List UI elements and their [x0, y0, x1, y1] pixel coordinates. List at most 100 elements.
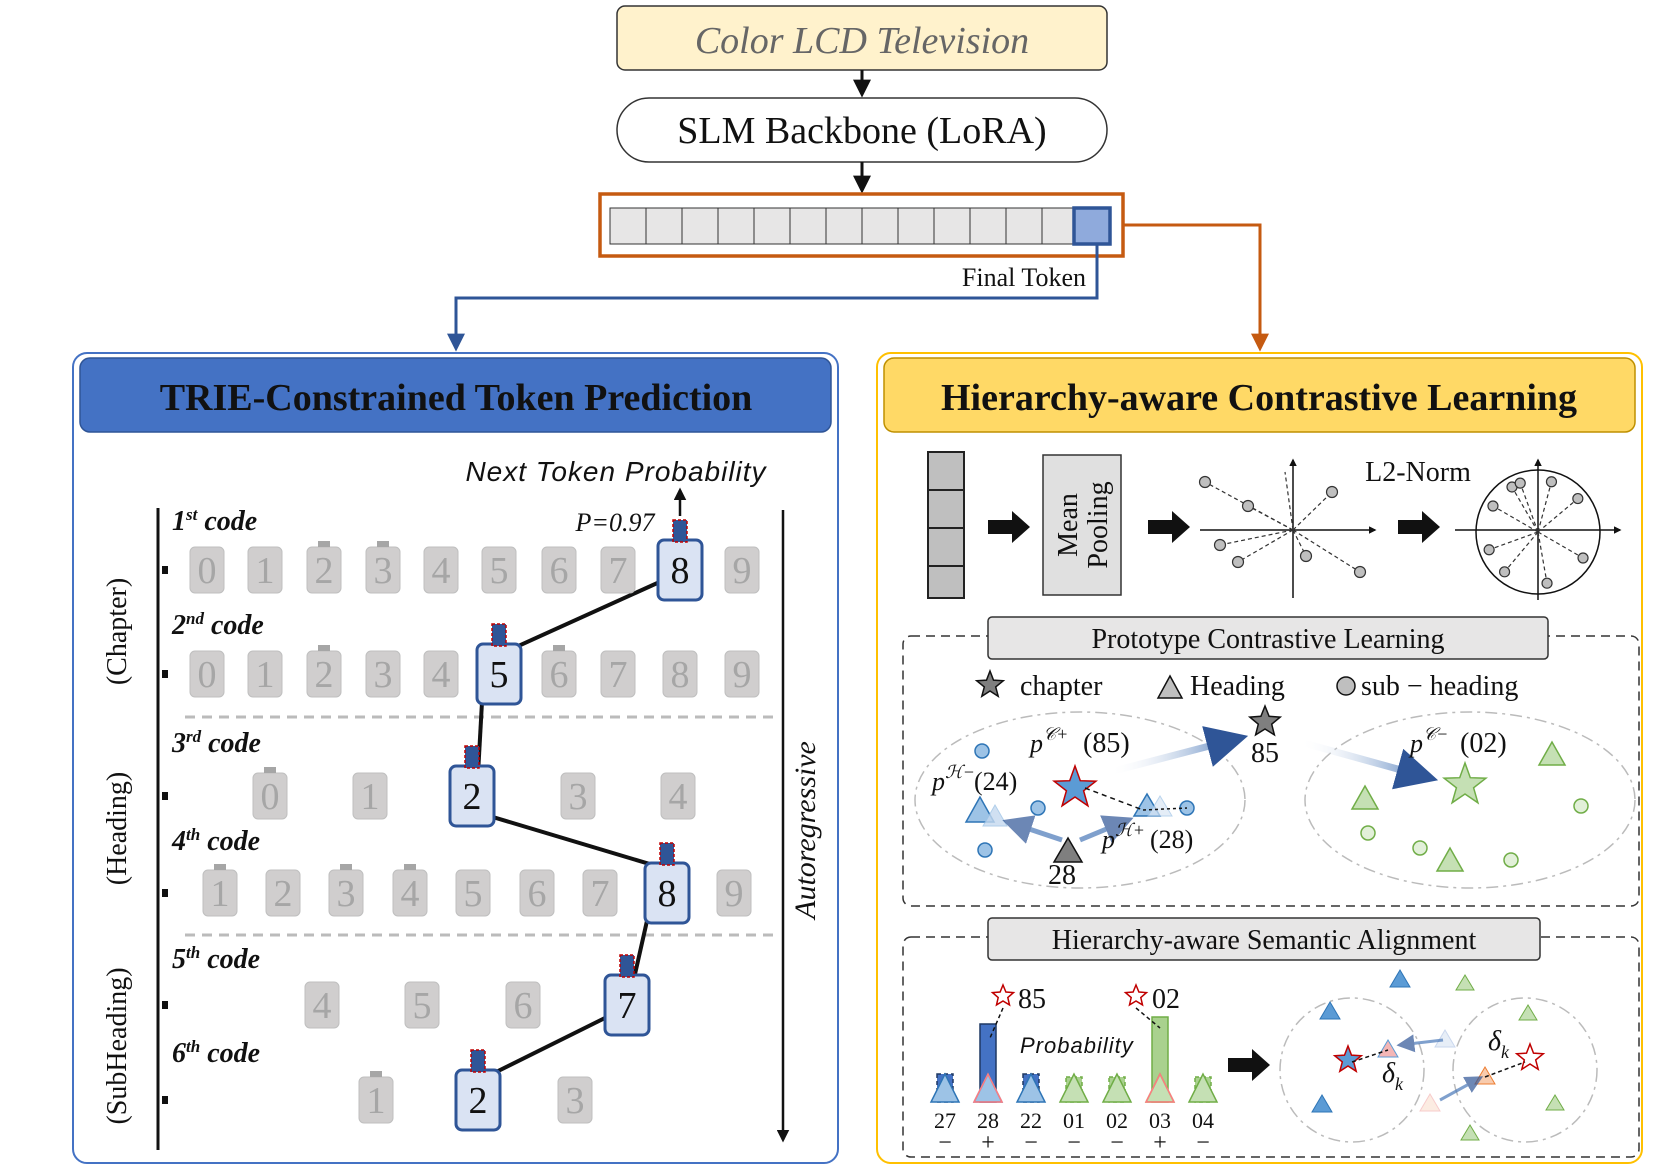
- normalized-point: [1487, 500, 1499, 512]
- legend: chapter Heading sub − heading: [974, 668, 1518, 702]
- digit-box: 4: [392, 864, 428, 917]
- digit-label: 3: [566, 1080, 585, 1122]
- digit-label: 9: [725, 873, 744, 915]
- prob-bar: [491, 623, 507, 647]
- token-cell: [825, 207, 863, 245]
- star-85: [1247, 703, 1283, 737]
- prob-bar-28: 28+: [972, 1023, 1004, 1156]
- digit-box: 1: [202, 864, 238, 917]
- digit-box: 4: [660, 772, 696, 820]
- legend-triangle-icon: [1156, 674, 1184, 699]
- digit-box: 9: [716, 869, 752, 917]
- digit-box: 6: [541, 546, 577, 594]
- digit-label: 4: [669, 776, 688, 818]
- bar-sign: −: [1110, 1130, 1124, 1156]
- digit-box: 5: [455, 869, 491, 917]
- selected-digit-box: 7: [603, 954, 651, 1037]
- prob-bar: [619, 954, 635, 978]
- digit-label: 4: [432, 654, 451, 696]
- digit-label: 4: [401, 873, 420, 915]
- contrastive-panel: Hierarchy-aware Contrastive Learning Mea…: [876, 352, 1643, 1164]
- digit-label: 9: [733, 654, 752, 696]
- digit-label: 5: [464, 873, 483, 915]
- digit-label: 9: [733, 550, 752, 592]
- normalized-point: [1577, 552, 1589, 564]
- prob-bar-02: 02−: [1101, 1072, 1133, 1156]
- prob-bar-27: 27−: [929, 1072, 961, 1156]
- digit-label: 1: [256, 550, 275, 592]
- digit-box: 2: [306, 645, 342, 698]
- digit-label: 6: [550, 654, 569, 696]
- row-tick: [162, 792, 168, 800]
- normalized-scatter: [1455, 458, 1622, 600]
- group-label: (SubHeading): [102, 967, 133, 1124]
- trie-path-segment: [483, 1013, 612, 1080]
- bar-label: 03: [1149, 1108, 1171, 1133]
- bar-label: 22: [1020, 1108, 1042, 1133]
- prob-bar-04: 04−: [1187, 1072, 1219, 1156]
- row-label: 6th code: [172, 1037, 260, 1069]
- bar-sign: −: [938, 1130, 952, 1156]
- digit-box: 0: [189, 650, 225, 698]
- prob-bar: [659, 842, 675, 866]
- digit-box: 0: [189, 546, 225, 594]
- token-cell: [645, 207, 683, 245]
- digit-label: 3: [569, 776, 588, 818]
- bar-sign: −: [1067, 1130, 1081, 1156]
- digit-box: 4: [304, 981, 340, 1029]
- digit-box: 4: [423, 546, 459, 594]
- backbone-box: SLM Backbone (LoRA): [616, 97, 1108, 163]
- digit-label: 7: [591, 873, 610, 915]
- prob-bar: [470, 1049, 486, 1073]
- embedding-point: [1213, 538, 1227, 552]
- prob-label: P=0.97: [575, 508, 656, 537]
- delta-left: δk: [1382, 1058, 1404, 1094]
- digit-box: 3: [328, 864, 364, 917]
- digit-label: 4: [313, 985, 332, 1027]
- digit-box: 2: [265, 869, 301, 917]
- digit-box: 3: [365, 650, 401, 698]
- prob-bar: [464, 745, 480, 769]
- digit-label: 1: [256, 654, 275, 696]
- trie-title-bar: [79, 357, 832, 433]
- token-sequence: Final Token: [598, 192, 1125, 292]
- prototype-section: Prototype Contrastive Learning chapter H…: [902, 616, 1640, 907]
- pooling-label-1: Mean: [1053, 493, 1084, 557]
- digit-label: 5: [490, 550, 509, 592]
- bar-label: 28: [977, 1108, 999, 1133]
- bar-label: 01: [1063, 1108, 1085, 1133]
- num-85: 85: [1251, 738, 1279, 769]
- align-star-85: [990, 983, 1016, 1007]
- token-cell: [861, 207, 899, 245]
- legend-circle-icon: [1336, 676, 1356, 696]
- legend-chapter: chapter: [1020, 671, 1103, 702]
- contrastive-title-bar: [883, 357, 1636, 433]
- legend-heading: Heading: [1190, 671, 1285, 702]
- align-cluster-left: [1279, 997, 1425, 1143]
- digit-label: 0: [198, 550, 217, 592]
- selected-digit-box: 8: [656, 519, 704, 602]
- embedding-point: [1299, 549, 1313, 563]
- alignment-section: Hierarchy-aware Semantic Alignment Proba…: [902, 917, 1640, 1158]
- prototype-negative-star: [1442, 760, 1488, 805]
- arrow-stack-to-pool: [988, 511, 1030, 543]
- trie-path-segment: [504, 578, 665, 654]
- digit-box: 1: [352, 772, 388, 820]
- digit-label: 2: [315, 550, 334, 592]
- digit-box: 6: [541, 645, 577, 698]
- prototype-title: Prototype Contrastive Learning: [1091, 624, 1444, 655]
- group-label: (Heading): [102, 772, 133, 886]
- token-cell: [753, 207, 791, 245]
- digit-box: 7: [582, 869, 618, 917]
- embedding-point: [1231, 555, 1245, 569]
- digit-box: 3: [365, 541, 401, 594]
- digit-label: 2: [463, 776, 482, 818]
- arrow-scatter-to-norm: [1398, 511, 1440, 543]
- digit-box: 6: [505, 981, 541, 1029]
- embedding-stack: [927, 451, 965, 599]
- digit-box: 1: [358, 1071, 394, 1124]
- final-token-label: Final Token: [962, 263, 1086, 292]
- embedding-point: [1241, 499, 1255, 513]
- digit-label: 1: [367, 1080, 386, 1122]
- prob-bar-03: 03+: [1144, 1016, 1176, 1156]
